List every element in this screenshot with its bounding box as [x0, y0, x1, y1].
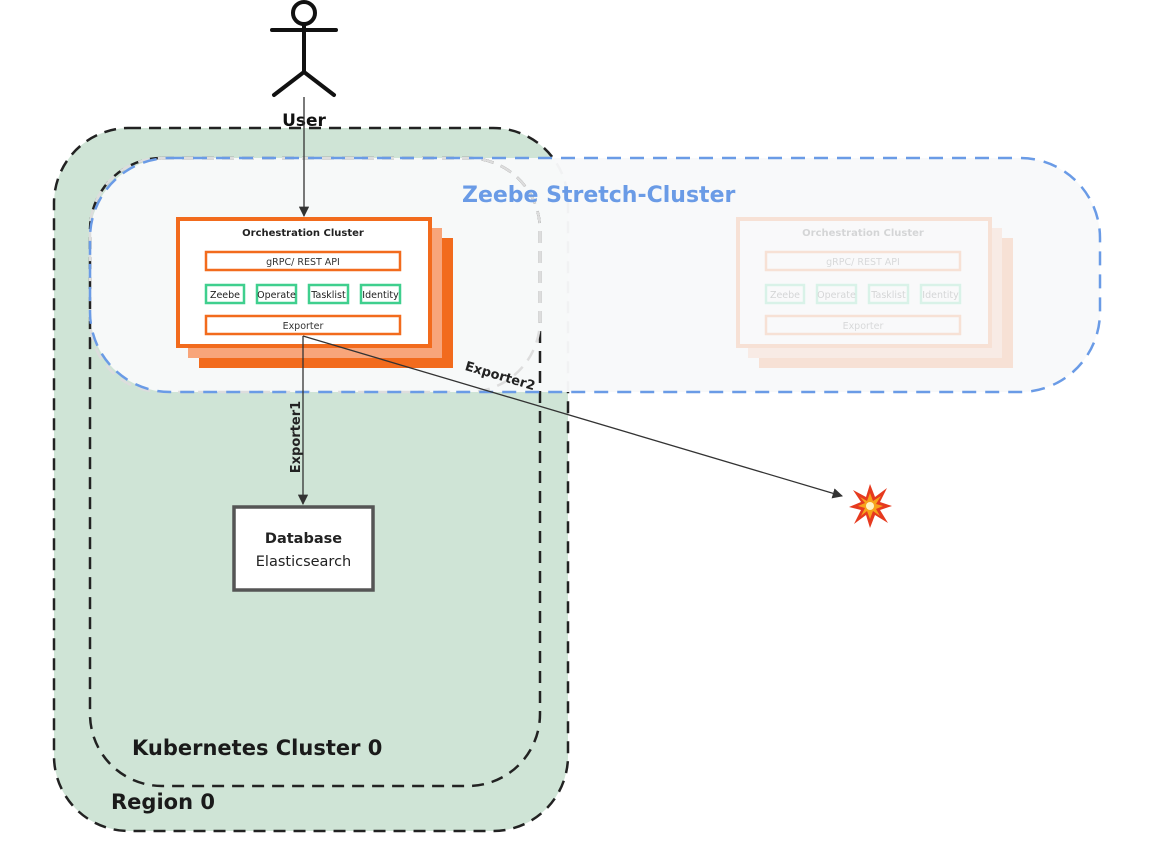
component-tasklist	[307, 283, 350, 305]
orchestration-cluster-title: Orchestration Cluster	[242, 228, 364, 239]
component-label: Zeebe	[770, 290, 800, 301]
exporter-box	[204, 314, 402, 336]
remote-component-zeebe	[764, 283, 806, 305]
exporter2-edge	[302, 335, 843, 499]
component-label: Operate	[257, 290, 296, 301]
remote-api-box	[764, 250, 962, 272]
remote-exporter-label: Exporter	[843, 321, 884, 332]
exporter-label: Exporter	[283, 321, 324, 332]
component-label: Tasklist	[310, 290, 346, 301]
component-label: Zeebe	[210, 290, 240, 301]
component-label: Tasklist	[870, 290, 906, 301]
component-identity	[359, 283, 402, 305]
remote-api-label: gRPC/ REST API	[826, 257, 900, 268]
component-label: Identity	[362, 290, 399, 301]
exporter1-label: Exporter1	[289, 401, 304, 473]
stretch-cluster-label: Zeebe Stretch-Cluster	[462, 183, 735, 208]
component-zeebe	[204, 283, 246, 305]
remote-orchestration-cluster-title: Orchestration Cluster	[802, 228, 924, 239]
database-subtitle: Elasticsearch	[256, 554, 351, 570]
explosion-icon	[849, 484, 892, 528]
remote-orchestration-cluster[interactable]: Orchestration Cluster gRPC/ REST API Zee…	[736, 217, 1013, 368]
component-label: Identity	[922, 290, 959, 301]
kubernetes-cluster-label: Kubernetes Cluster 0	[132, 736, 382, 760]
region-label: Region 0	[111, 790, 215, 814]
api-label: gRPC/ REST API	[266, 257, 340, 268]
kubernetes-cluster-boundary	[88, 156, 542, 788]
api-box	[204, 250, 402, 272]
remote-component-tasklist	[867, 283, 910, 305]
remote-component-operate	[815, 283, 858, 305]
database-title: Database	[265, 531, 342, 547]
component-operate	[255, 283, 298, 305]
remote-component-identity	[919, 283, 962, 305]
orchestration-cluster[interactable]: Orchestration Cluster gRPC/ REST API Zee…	[176, 217, 453, 368]
database-node[interactable]: Database Elasticsearch	[232, 505, 375, 592]
stick-figure-icon	[270, 0, 338, 97]
remote-exporter-box	[764, 314, 962, 336]
component-label: Operate	[817, 290, 856, 301]
